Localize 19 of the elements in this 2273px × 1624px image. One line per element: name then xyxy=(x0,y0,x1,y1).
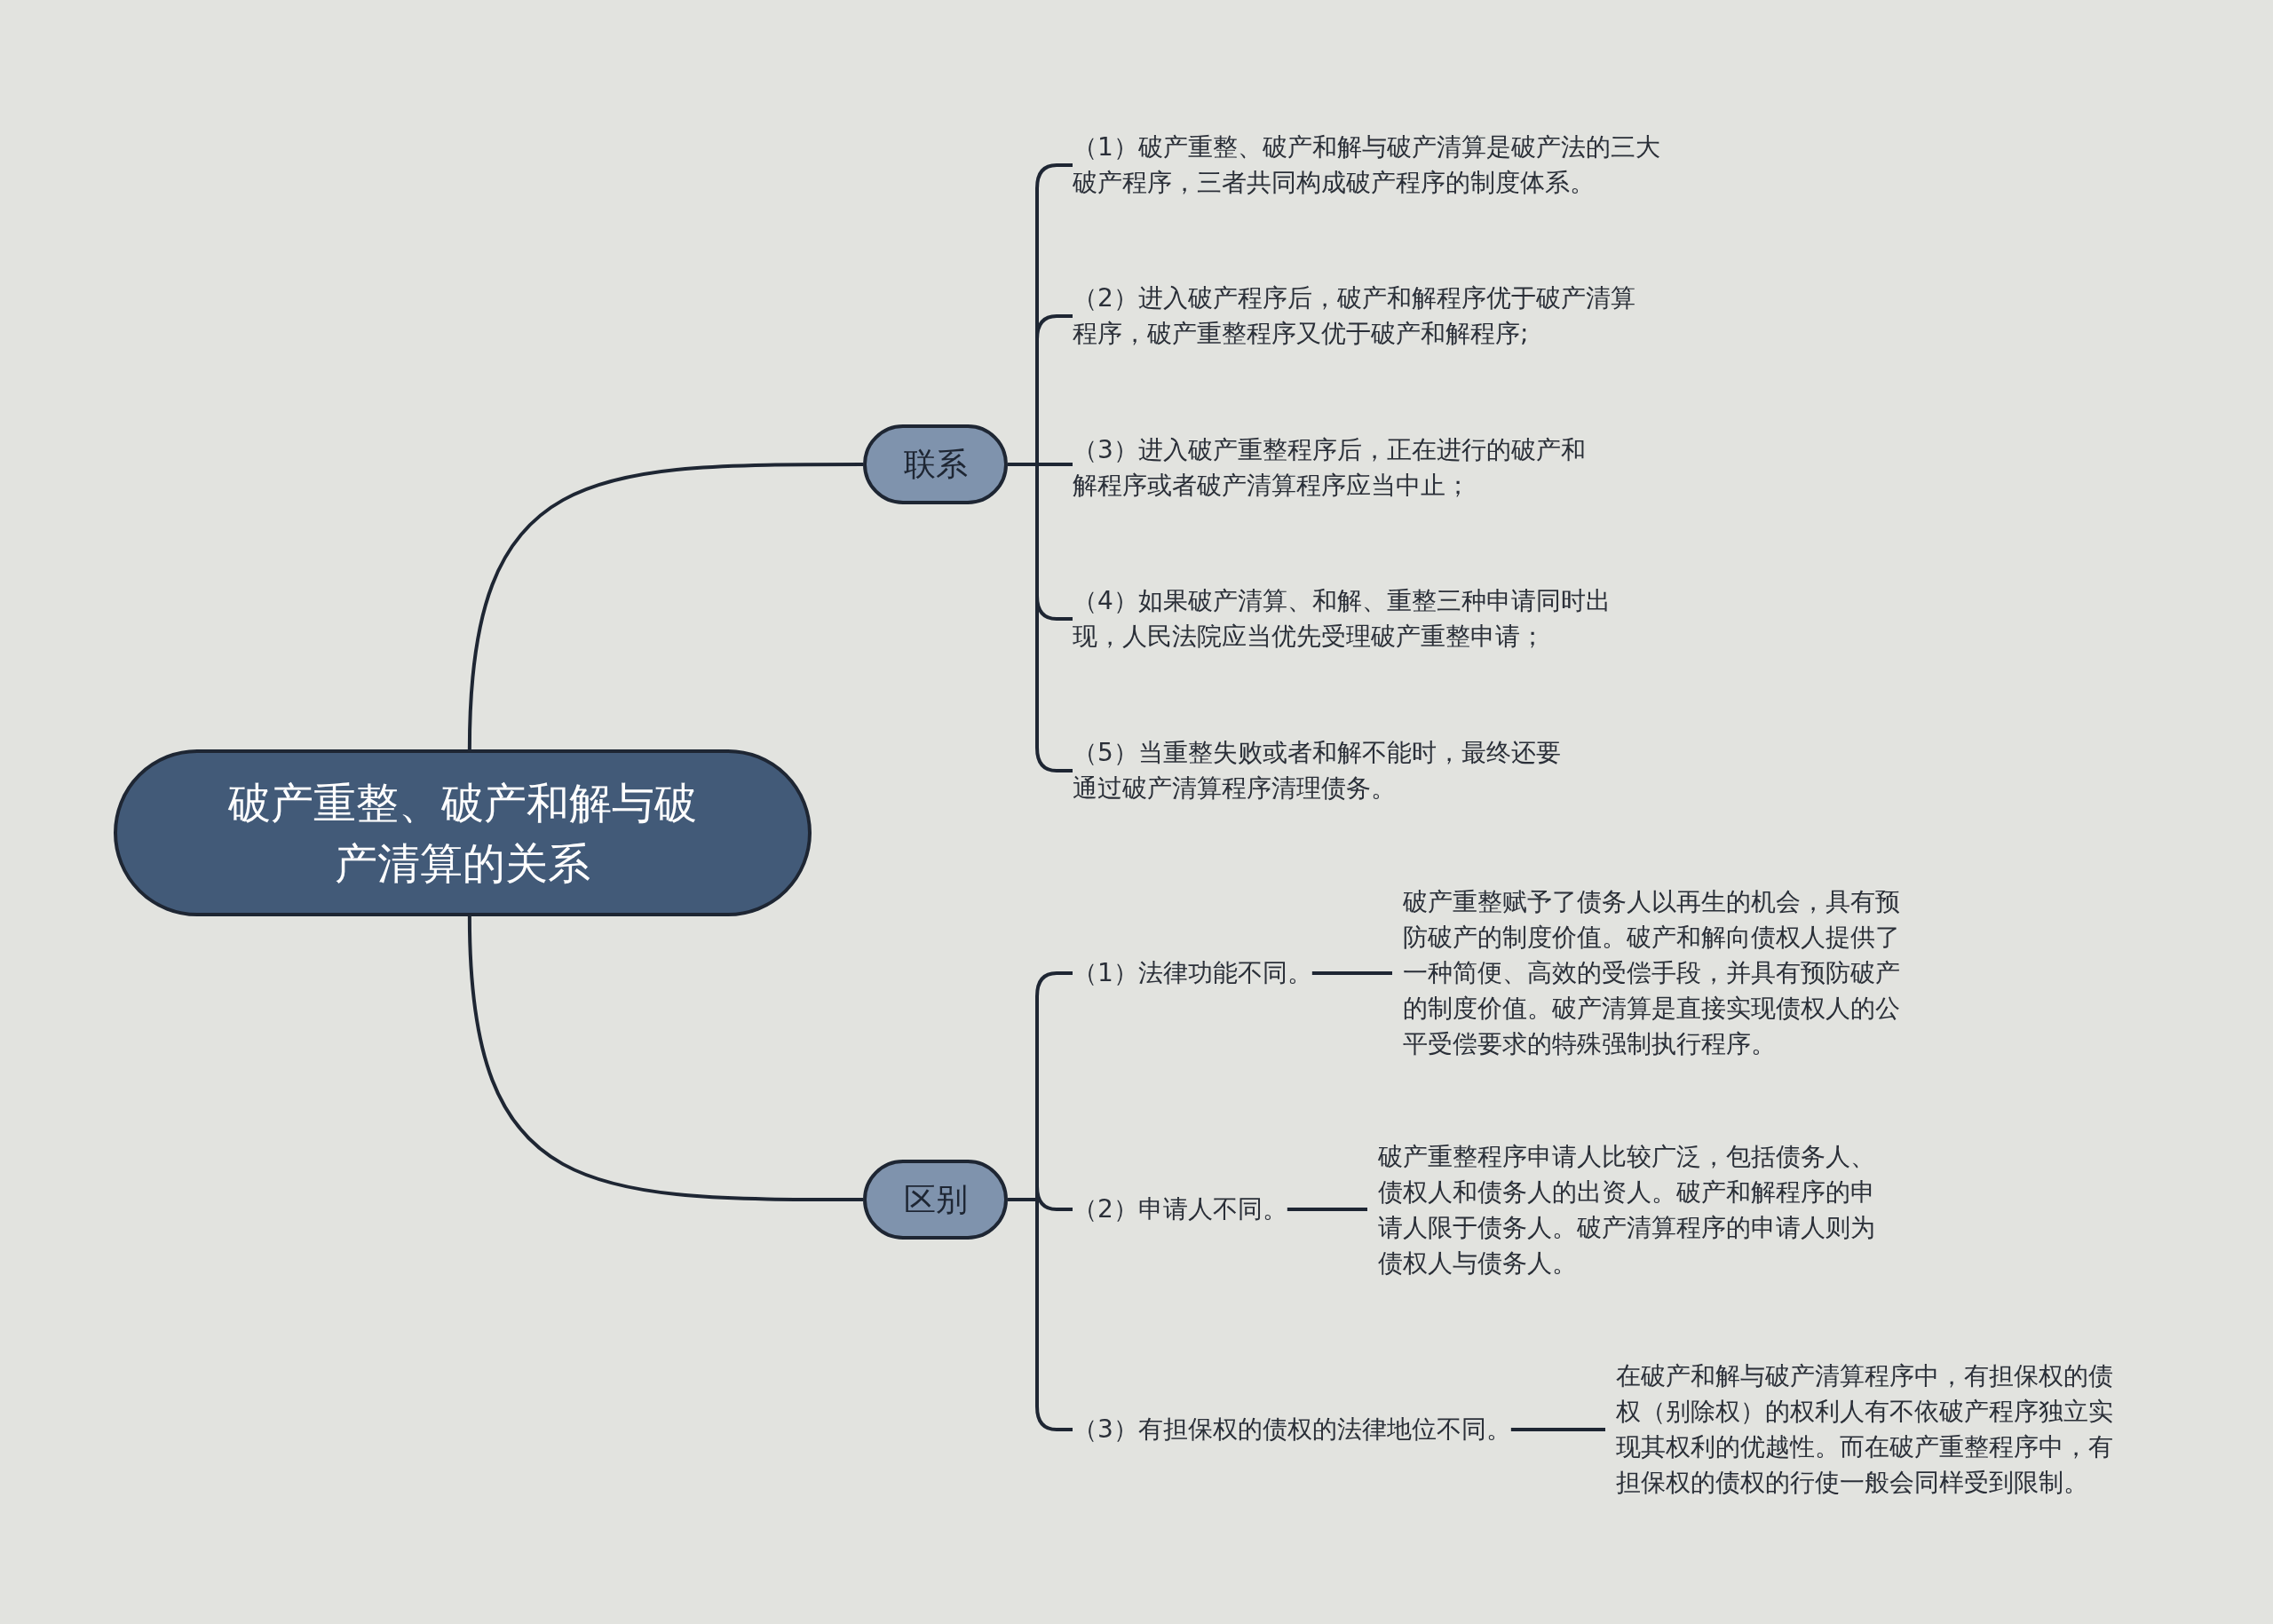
item-text: （4）如果破产清算、和解、重整三种申请同时出现，人民法院应当优先受理破产重整申请； xyxy=(1073,583,1641,654)
item-text: （2）申请人不同。 xyxy=(1073,1192,1287,1227)
branch-box: 联系 xyxy=(863,424,1008,504)
description-text: 在破产和解与破产清算程序中，有担保权的债权（别除权）的权利人有不依破产程序独立实现其权利的优越性。而在破产重整程序中，有担保权的债权的行使一般会同样受到限制。 xyxy=(1605,1359,2134,1501)
branch-box: 区别 xyxy=(863,1160,1008,1240)
connector-line xyxy=(1311,971,1392,975)
description-text: 破产重整赋予了债务人以再生的机会，具有预防破产的制度价值。破产和解向债权人提供了一种简便、高效的受偿手段，并具有预防破产的制度价值。破产清算是直接实现债权人的公平受偿要求的特殊强制执行程序。 xyxy=(1392,884,1921,1062)
connector-line xyxy=(1510,1428,1605,1431)
connector-line xyxy=(1287,1208,1367,1211)
item-text: （1）法律功能不同。 xyxy=(1073,955,1312,991)
item-text: （2）进入破产程序后，破产和解程序优于破产清算程序，破产重整程序又优于破产和解程序; xyxy=(1073,281,1641,352)
description-text: 破产重整程序申请人比较广泛，包括债务人、债权人和债务人的出资人。破产和解程序的申请人限于债务人。破产清算程序的申请人则为债权人与债务人。 xyxy=(1367,1139,1896,1281)
item-text: （1）破产重整、破产和解与破产清算是破产法的三大破产程序，三者共同构成破产程序的制度体系。 xyxy=(1073,130,1667,201)
connector-line xyxy=(467,915,863,1201)
topic-box: 破产重整、破产和解与破产清算的关系 xyxy=(114,749,812,916)
item-text: （3）进入破产重整程序后，正在进行的破产和解程序或者破产清算程序应当中止； xyxy=(1073,432,1596,503)
item-text: （3）有担保权的债权的法律地位不同。 xyxy=(1073,1412,1511,1447)
item-text: （5）当重整失败或者和解不能时，最终还要通过破产清算程序清理债务。 xyxy=(1073,735,1579,806)
connector-line xyxy=(467,463,863,750)
